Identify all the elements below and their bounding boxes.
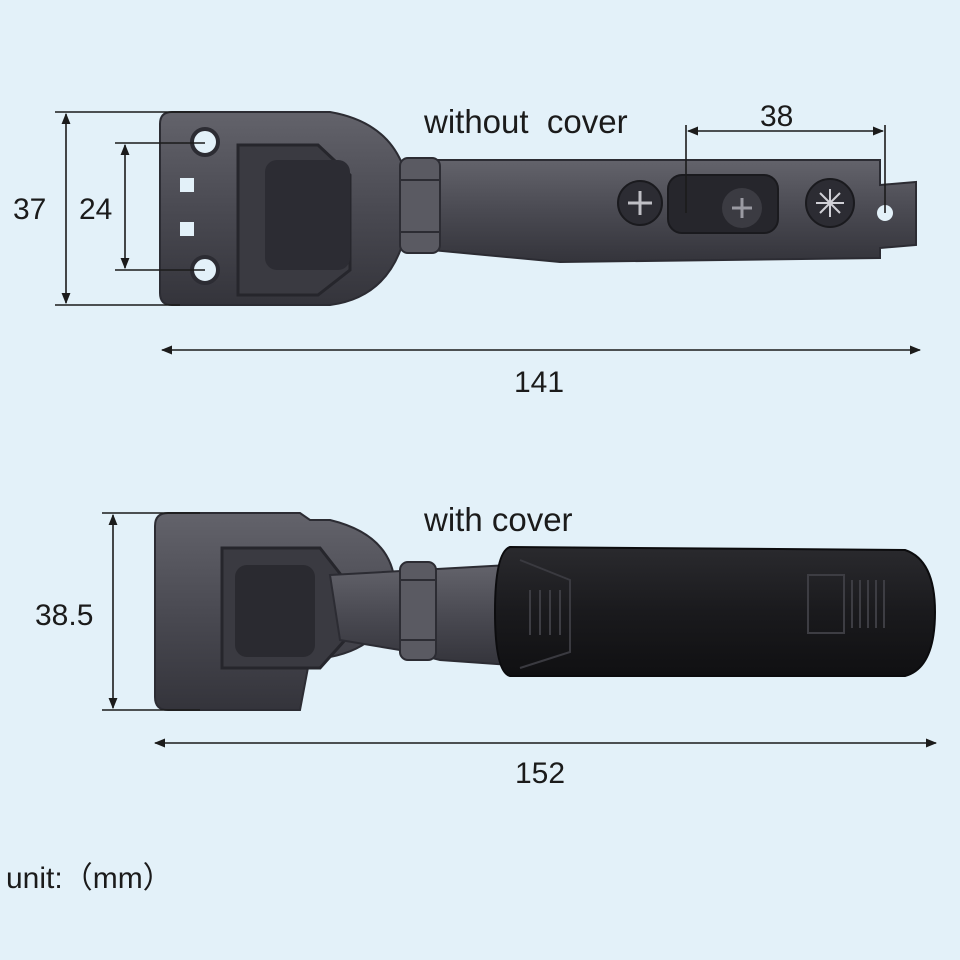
plate-slot bbox=[180, 222, 194, 236]
dim-label-141: 141 bbox=[514, 366, 564, 399]
mounting-screw bbox=[617, 180, 663, 226]
top-caption: without cover bbox=[423, 103, 628, 140]
dim-label-37: 37 bbox=[13, 193, 46, 226]
hinge-knuckle bbox=[399, 561, 437, 661]
hinge-cup-block bbox=[265, 160, 350, 270]
hinge-cup-block bbox=[235, 565, 315, 657]
cover-grip-panel bbox=[807, 574, 845, 634]
cover-grip-ribs bbox=[851, 580, 885, 628]
hinge-with-cover bbox=[154, 512, 937, 711]
plate-screw-hole bbox=[190, 127, 220, 157]
depth-screw bbox=[805, 178, 855, 228]
adjustment-screw bbox=[722, 188, 762, 228]
dim-label-38-5: 38.5 bbox=[35, 599, 93, 632]
bottom-dimension-lines bbox=[102, 512, 938, 748]
hinge-without-cover bbox=[159, 111, 917, 306]
plate-slot bbox=[180, 178, 194, 192]
dim-label-24: 24 bbox=[79, 193, 112, 226]
arm-cover bbox=[493, 545, 937, 677]
cover-grip-ribs bbox=[529, 590, 561, 635]
hinge-arm bbox=[409, 159, 917, 264]
hinge-knuckle bbox=[399, 157, 441, 254]
top-dimension-lines bbox=[55, 111, 922, 355]
cover-facet bbox=[519, 559, 571, 669]
unit-label: unit:（mm） bbox=[6, 862, 173, 895]
bottom-caption: with cover bbox=[423, 501, 573, 538]
dim-label-152: 152 bbox=[515, 757, 565, 790]
dim-label-38: 38 bbox=[760, 100, 793, 133]
